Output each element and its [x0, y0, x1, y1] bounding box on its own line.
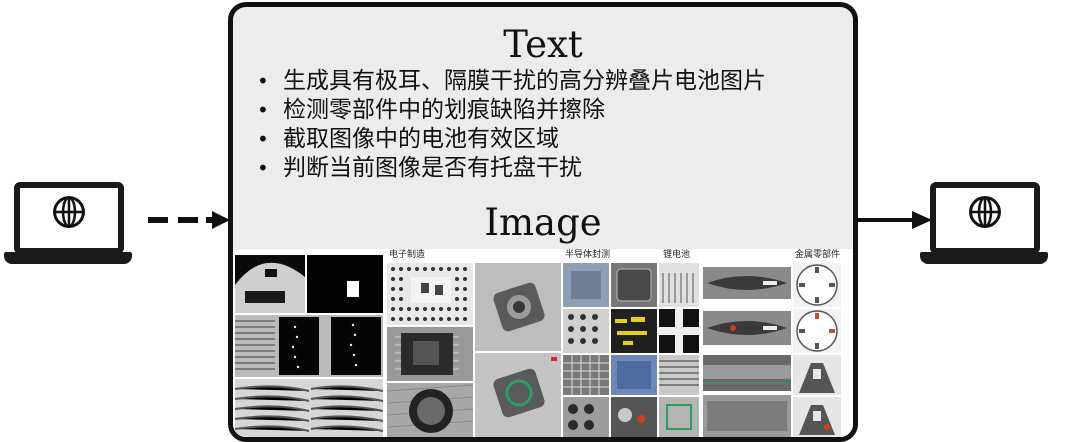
laptop-globe-icon-left [4, 178, 132, 270]
pouch-cell-image [703, 267, 791, 299]
category-label: 金属零部件 [795, 250, 841, 260]
task-item: 判断当前图像是否有托盘干扰 [255, 154, 766, 183]
task-item: 截取图像中的电池有效区域 [255, 125, 766, 154]
dashed-arrow-icon [148, 211, 230, 229]
laptop-screen [930, 182, 1040, 254]
solid-arrow-icon [854, 211, 932, 229]
cell-surface-image [703, 395, 791, 437]
image-mosaic: 电子制造 [233, 249, 853, 437]
category-label: 电子制造 [389, 250, 426, 260]
task-item: 检测零部件中的划痕缺陷并擦除 [255, 96, 766, 125]
hole-array-image [563, 397, 609, 437]
globe-icon [969, 196, 1001, 228]
pad-defect-image [475, 353, 561, 437]
category-label: 锂电池 [663, 250, 691, 260]
metal-bracket-defect-image [793, 397, 841, 437]
pouch-cell-defect-image [703, 311, 791, 345]
pad-inspection-image [475, 263, 561, 351]
laptop-base [920, 252, 1048, 264]
task-list: 生成具有极耳、隔膜干扰的高分辨叠片电池图片 检测零部件中的划痕缺陷并擦除 截取图… [255, 67, 766, 183]
grid-pattern-image [563, 355, 609, 395]
bump-array-image [563, 309, 609, 353]
yellow-defect-image [611, 309, 657, 353]
text-heading: Text [503, 23, 583, 66]
defect-spot-image [611, 397, 657, 437]
image-heading: Image [484, 201, 602, 244]
round-component-image [387, 383, 473, 437]
cross-slot-image [659, 309, 699, 353]
laptop-base [4, 252, 132, 264]
chip-package-image [387, 327, 473, 381]
wafer-tile-image [563, 263, 609, 307]
pcb-dots-image [387, 263, 473, 325]
layer-edge-image [659, 355, 699, 395]
cell-edge-image [703, 355, 791, 391]
metal-disc-defect-image [793, 309, 841, 353]
laptop-screen [14, 182, 124, 254]
die-image [611, 263, 657, 307]
blue-die-image [611, 355, 657, 395]
category-label: 半导体封测 [565, 250, 611, 260]
metal-disc-image [793, 263, 841, 307]
cell-stack-image [659, 263, 699, 307]
binary-mask-image [307, 255, 383, 313]
laptop-globe-icon-right [920, 178, 1048, 270]
tab-weld-image [659, 397, 699, 437]
task-item: 生成具有极耳、隔膜干扰的高分辨叠片电池图片 [255, 67, 766, 96]
metal-bracket-image [793, 355, 841, 395]
globe-icon [53, 196, 85, 228]
layer-stripes-image [235, 379, 383, 437]
electrode-stack-image [235, 315, 383, 377]
xray-tab-image [235, 255, 305, 313]
task-panel: Text 生成具有极耳、隔膜干扰的高分辨叠片电池图片 检测零部件中的划痕缺陷并擦… [228, 2, 858, 442]
